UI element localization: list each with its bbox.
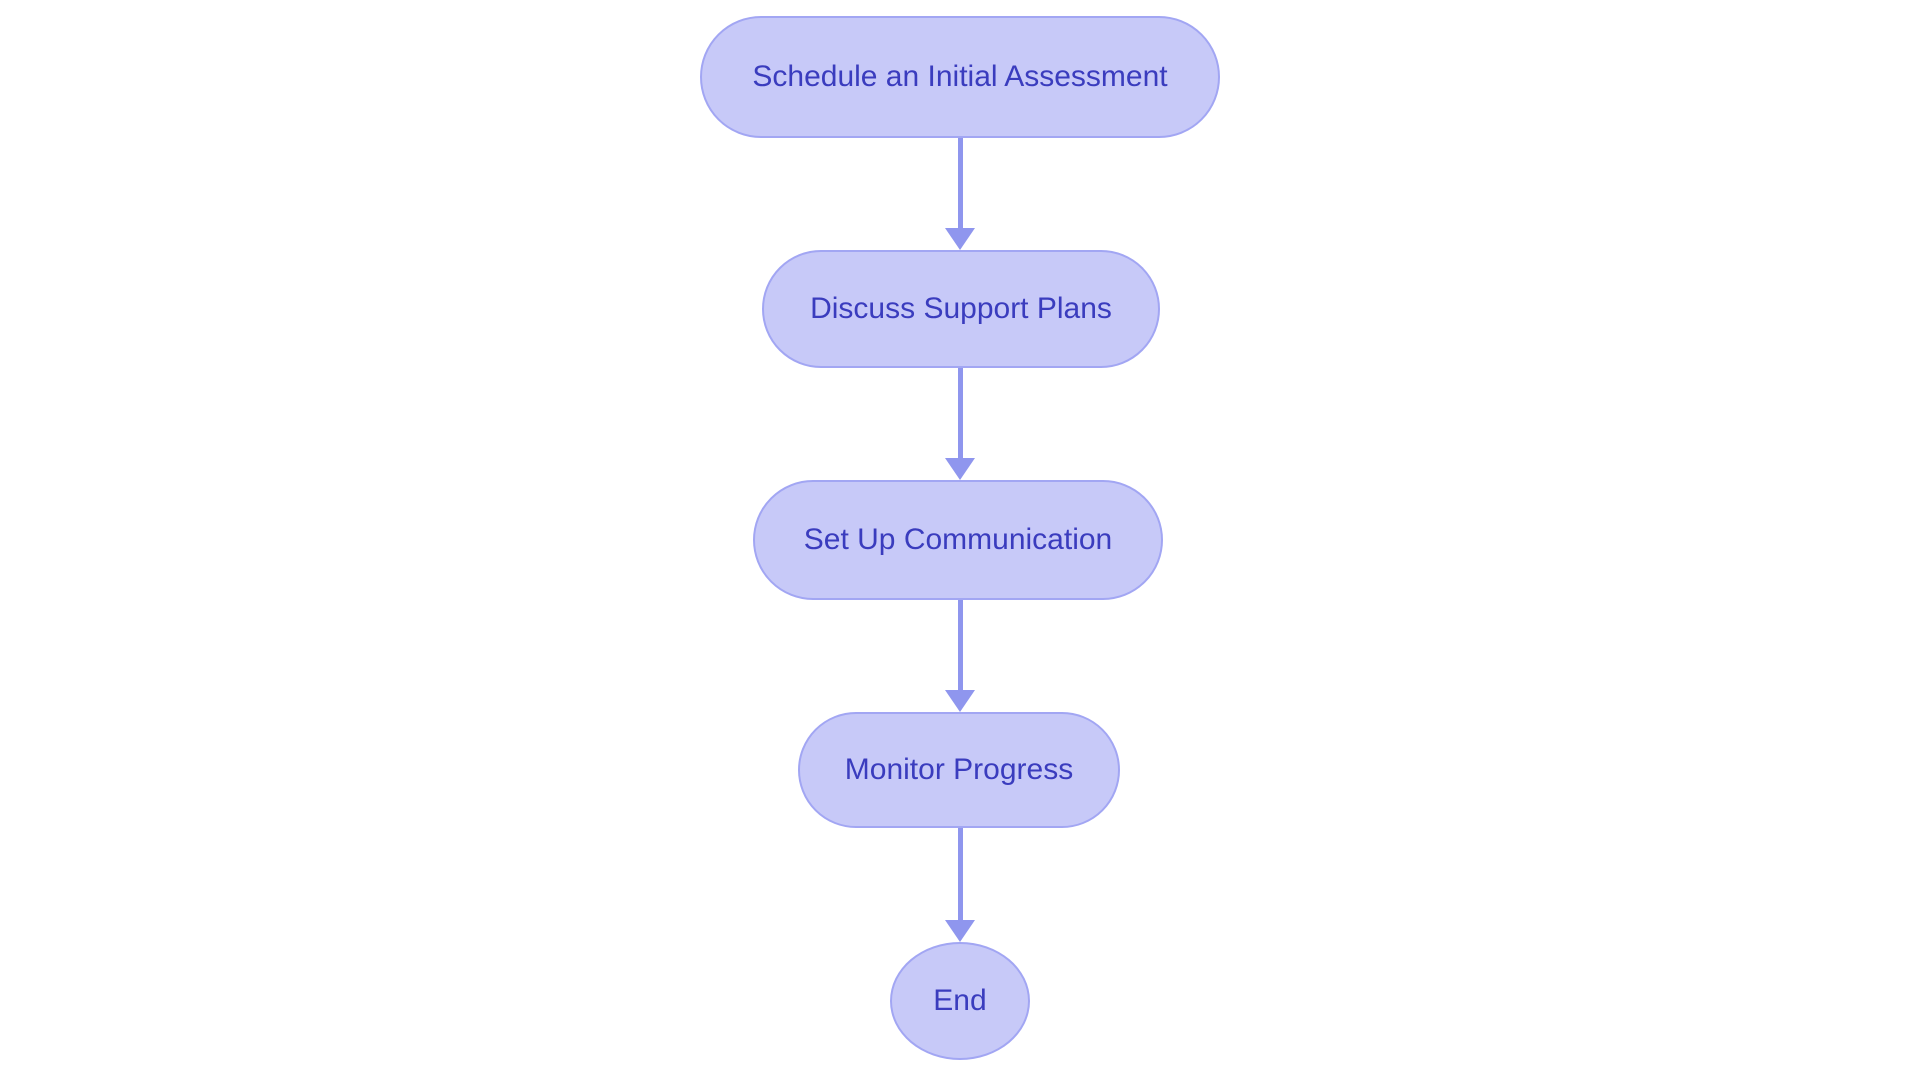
node-label: Monitor Progress (844, 753, 1074, 786)
arrow-connector-1 (945, 138, 975, 250)
arrow-head-icon (945, 920, 975, 942)
arrow-line (957, 828, 963, 922)
node-label: Discuss Support Plans (810, 292, 1112, 325)
arrow-head-icon (945, 690, 975, 712)
arrow-line (957, 600, 963, 692)
node-set-up-communication: Set Up Communication (753, 480, 1163, 600)
arrow-line (957, 138, 963, 230)
node-label: Schedule an Initial Assessment (752, 60, 1168, 93)
arrow-connector-4 (945, 828, 975, 942)
arrow-connector-3 (945, 600, 975, 712)
node-label: End (933, 984, 987, 1017)
arrow-connector-2 (945, 368, 975, 480)
arrow-head-icon (945, 228, 975, 250)
arrow-line (957, 368, 963, 460)
node-label: Set Up Communication (803, 523, 1113, 556)
node-discuss-support-plans: Discuss Support Plans (762, 250, 1160, 368)
arrow-head-icon (945, 458, 975, 480)
node-schedule-initial-assessment: Schedule an Initial Assessment (700, 16, 1220, 138)
node-monitor-progress: Monitor Progress (798, 712, 1120, 828)
node-end: End (890, 942, 1030, 1060)
